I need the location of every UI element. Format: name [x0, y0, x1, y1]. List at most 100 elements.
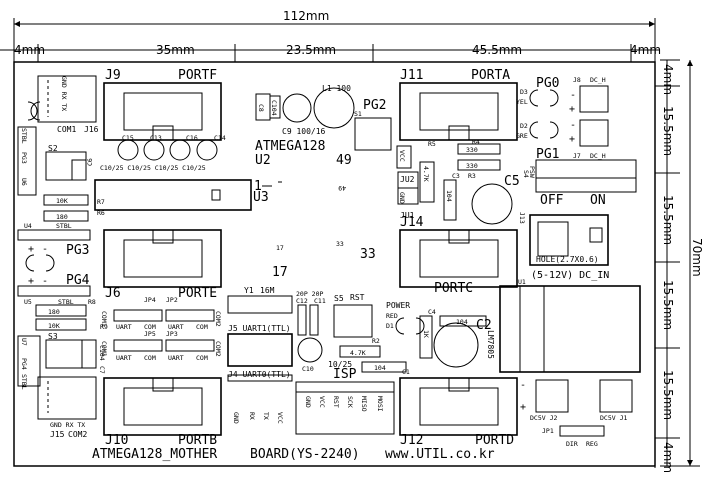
label-y1v: 16M	[260, 286, 275, 295]
label-com2: COM2	[68, 430, 87, 439]
label-pg1: PG1	[536, 147, 559, 162]
label-uart0-pin-0: GND	[232, 412, 240, 424]
label-com1-s: COM1	[100, 311, 108, 327]
label-minus-3: -	[570, 90, 576, 101]
label-r6: R6	[97, 209, 105, 217]
label-r4: R4	[472, 138, 480, 146]
label-u3: U3	[253, 190, 269, 205]
label-104c: 104	[374, 364, 386, 372]
label-reg: REG	[586, 440, 598, 448]
label-c13: C13	[150, 134, 162, 142]
label-yel: YEL	[516, 98, 528, 106]
label-u1: U1	[518, 278, 526, 286]
label-j15-pins: GND RX TX	[50, 421, 85, 429]
label-c5: C5	[504, 174, 520, 189]
label-isp-pin-1: VCC	[318, 396, 326, 408]
label-com2-s2: COM2	[214, 341, 222, 357]
label-j9: J9	[105, 68, 121, 83]
label-mother: ATMEGA128_MOTHER	[92, 447, 217, 462]
label-power: POWER	[386, 301, 410, 310]
label-4-7k2: 4.7K	[350, 349, 366, 357]
label-dc-h-bot: DC_H	[590, 152, 606, 160]
label-c15: C15	[122, 134, 134, 142]
label-isp-pin-2: RST	[332, 396, 340, 408]
right-top-leds	[529, 85, 609, 147]
dim-top-35: 35mm	[156, 43, 195, 57]
label-j12: J12	[400, 433, 423, 448]
center-top	[255, 87, 392, 151]
label-4-7k: 4.7K	[422, 166, 430, 182]
label-portc: PORTC	[434, 281, 473, 296]
label-c4: C4	[428, 308, 436, 316]
label-l1: L1 100	[322, 84, 351, 93]
label-isp-pin-0: GND	[304, 396, 312, 408]
label-y1: Y1	[244, 286, 254, 295]
top-left-area	[17, 75, 252, 420]
label-c11: C11	[314, 297, 326, 305]
center-right	[396, 143, 637, 266]
label-j11: J11	[400, 68, 423, 83]
label-pg4: PG4	[66, 273, 90, 288]
label-330a: 330	[466, 146, 478, 154]
label-dc5v-j2: DC5V J2	[530, 414, 557, 422]
label-minus-1: -	[42, 244, 48, 255]
dim-top-total: 112mm	[283, 9, 329, 23]
label-j16: J16	[84, 125, 99, 134]
label-com1-s2: COM1	[100, 341, 108, 357]
dim-top-right-edge: 4mm	[630, 43, 661, 57]
label-minus-4: -	[570, 120, 576, 131]
dim-right-15d: 15.5mm	[661, 370, 675, 420]
dim-top-right: 45.5mm	[472, 43, 522, 57]
label-uart0-pin-2: TX	[262, 412, 270, 420]
label-s3: S3	[48, 332, 58, 341]
label-r7: R7	[97, 198, 105, 206]
label-u4: U4	[24, 222, 32, 230]
label-s2: S2	[48, 144, 58, 153]
label-u5: U5	[24, 298, 32, 306]
label-d3: D3	[520, 88, 528, 96]
label-pg3-vert: PG3	[20, 152, 28, 164]
label-10k: 10K	[56, 197, 68, 205]
dim-right-15b: 15.5mm	[661, 195, 675, 245]
label-dir: DIR	[566, 440, 578, 448]
dim-right-15a: 15.5mm	[661, 106, 675, 156]
label-180: 180	[56, 213, 68, 221]
label-r8: R8	[88, 298, 96, 306]
label-s4: S4	[522, 170, 530, 178]
label-plus-2: +	[28, 276, 34, 287]
label-power-in: (5-12V) DC_IN	[531, 270, 609, 281]
label-gre: GRE	[516, 132, 528, 140]
board-outline	[13, 61, 656, 467]
label-pg0: PG0	[536, 76, 559, 91]
label-pin49: 49	[336, 153, 352, 168]
label-stbl-2: STBL	[56, 222, 72, 230]
label-porte: PORTE	[178, 286, 217, 301]
label-dc5v-j1: DC5V J1	[600, 414, 627, 422]
label-com2-s: COM2	[214, 311, 222, 327]
label-url: www.UTIL.co.kr	[385, 447, 495, 462]
label-gnd-j: GND	[398, 192, 406, 204]
label-jp2: JP2	[166, 296, 178, 304]
label-portb: PORTB	[178, 433, 217, 448]
dim-top-left: 4mm	[14, 43, 45, 57]
label-c10: C10	[302, 365, 314, 373]
label-portd: PORTD	[475, 433, 514, 448]
label-isp: ISP	[333, 367, 357, 382]
label-pg4-vert: PG4	[20, 358, 28, 370]
label-plus-4: +	[569, 134, 575, 145]
label-jp3: JP3	[166, 330, 178, 338]
dim-right-15c: 15.5mm	[661, 280, 675, 330]
label-j10: J10	[105, 433, 128, 448]
label-c2: C2	[476, 318, 492, 333]
dim-right-4b: 4mm	[661, 442, 675, 473]
label-plus-5: +	[520, 402, 526, 413]
power-section	[395, 285, 641, 437]
label-j7: J7	[573, 152, 581, 160]
label-uart-3: UART	[116, 354, 132, 362]
label-pin17-small: 17	[276, 244, 284, 252]
label-u2: U2	[255, 153, 271, 168]
label-u7: U7	[20, 338, 28, 346]
label-uart-2: UART	[168, 323, 184, 331]
label-psw: PSW	[528, 166, 536, 178]
label-stbl-top: STBL	[20, 128, 28, 144]
